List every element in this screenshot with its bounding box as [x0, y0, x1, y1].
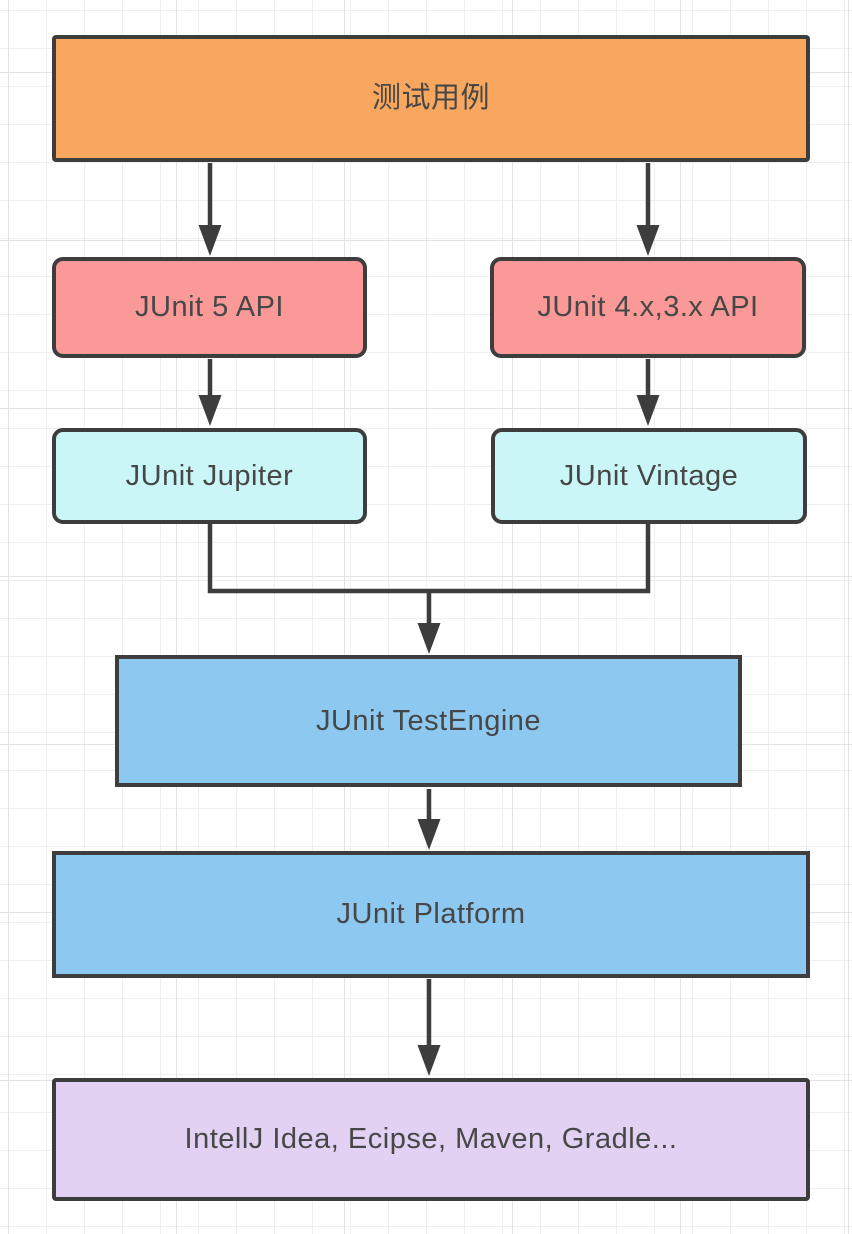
node-junit-platform: JUnit Platform: [52, 851, 810, 978]
edge-junit5api-to-jupiter: [198, 359, 222, 426]
edge-testcases-to-junit4api: [636, 163, 660, 256]
node-junit-vintage: JUnit Vintage: [491, 428, 807, 524]
edge-merge-to-testengine: [207, 524, 651, 654]
node-tools: IntellJ Idea, Ecipse, Maven, Gradle...: [52, 1078, 810, 1201]
edge-platform-to-tools: [417, 979, 441, 1076]
node-junit-testengine: JUnit TestEngine: [115, 655, 742, 787]
edge-junit4api-to-vintage: [636, 359, 660, 426]
node-junit-jupiter: JUnit Jupiter: [52, 428, 367, 524]
node-junit4-api: JUnit 4.x,3.x API: [490, 257, 806, 358]
node-junit5-api: JUnit 5 API: [52, 257, 367, 358]
edge-testengine-to-platform: [417, 789, 441, 850]
edge-testcases-to-junit5api: [198, 163, 222, 256]
node-test-cases: 测试用例: [52, 35, 810, 162]
